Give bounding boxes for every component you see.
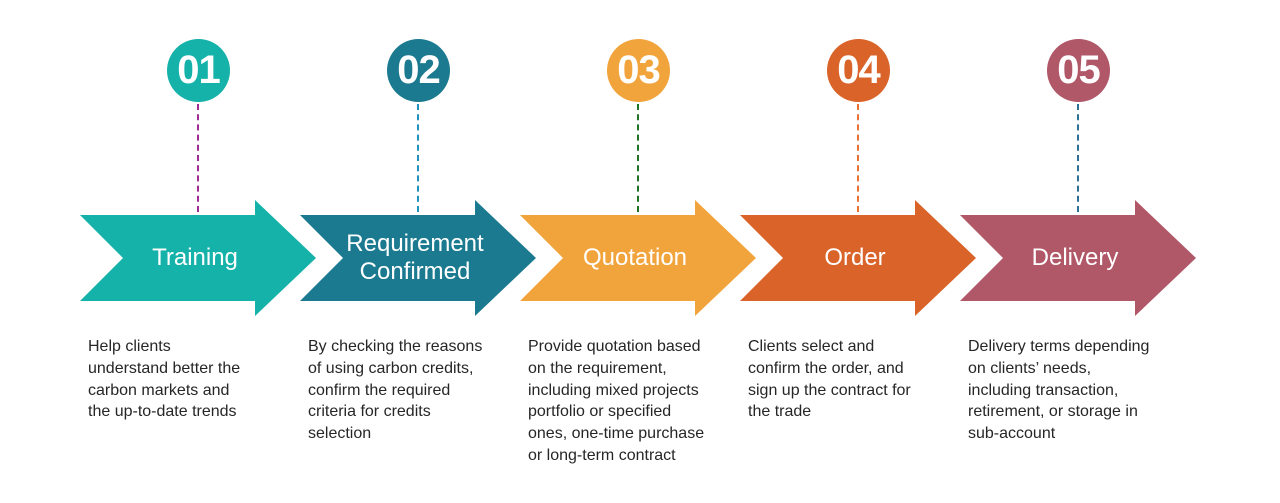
step-number-badge: 03 bbox=[607, 39, 670, 102]
step-description: Provide quotation based on the requireme… bbox=[528, 338, 705, 464]
step-title: Delivery bbox=[1031, 243, 1119, 271]
connector-dashed-line bbox=[637, 104, 639, 212]
arrow-shape bbox=[300, 200, 536, 316]
step-delivery: 05 Delivery Delivery terms depending on … bbox=[960, 0, 1200, 503]
step-title: Quotation bbox=[582, 243, 688, 271]
step-title: Order bbox=[824, 243, 886, 271]
step-title: Training bbox=[152, 243, 238, 271]
step-training: 01 Training Help clients understand bett… bbox=[80, 0, 320, 503]
step-number-badge: 04 bbox=[827, 39, 890, 102]
step-number: 02 bbox=[397, 48, 440, 92]
step-number: 05 bbox=[1057, 48, 1100, 92]
step-number: 01 bbox=[177, 48, 220, 92]
connector-dashed-line bbox=[857, 104, 859, 212]
step-number-badge: 02 bbox=[387, 39, 450, 102]
step-requirement-confirmed: 02 Requirement Confirmed By checking the… bbox=[300, 0, 540, 503]
step-quotation: 03 Quotation Provide quotation based on … bbox=[520, 0, 760, 503]
arrow-shape bbox=[740, 200, 976, 316]
arrow-shape bbox=[80, 200, 316, 316]
step-description: By checking the reasons of using carbon … bbox=[308, 338, 483, 442]
connector-dashed-line bbox=[417, 104, 419, 212]
step-number-badge: 05 bbox=[1047, 39, 1110, 102]
step-number: 03 bbox=[617, 48, 660, 92]
step-description: Help clients understand better the carbo… bbox=[88, 338, 241, 421]
step-description: Clients select and confirm the order, an… bbox=[748, 338, 911, 421]
connector-dashed-line bbox=[197, 104, 199, 212]
step-number: 04 bbox=[837, 48, 880, 92]
step-order: 04 Order Clients select and confirm the … bbox=[740, 0, 980, 503]
step-number-badge: 01 bbox=[167, 39, 230, 102]
connector-dashed-line bbox=[1077, 104, 1079, 212]
step-title: Requirement Confirmed bbox=[346, 229, 484, 285]
arrow-shape bbox=[520, 200, 756, 316]
arrow-shape bbox=[960, 200, 1196, 316]
step-description: Delivery terms depending on clients’ nee… bbox=[968, 338, 1150, 442]
